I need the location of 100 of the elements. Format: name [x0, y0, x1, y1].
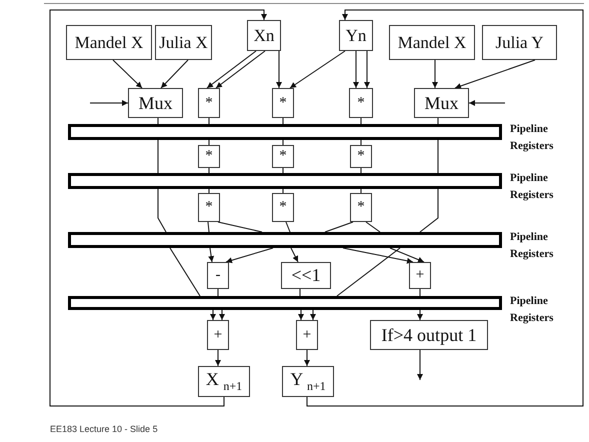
box-label: - — [216, 267, 220, 284]
arrow — [290, 50, 346, 88]
arrow — [112, 60, 142, 88]
arrow — [304, 350, 310, 366]
side-label: Pipeline Registers — [510, 294, 554, 326]
operation-box — [350, 145, 372, 168]
box-label: + — [416, 267, 424, 284]
arrow — [206, 50, 256, 88]
arrow — [90, 100, 128, 106]
arrow — [390, 248, 424, 262]
connector-line — [282, 140, 284, 146]
register-bar — [68, 296, 502, 310]
box-label: * — [279, 148, 287, 165]
box-label: Mandel X — [398, 32, 466, 52]
operation-box — [339, 20, 373, 51]
arrow — [216, 50, 266, 88]
box-label: * — [205, 199, 213, 216]
operation-box — [198, 145, 220, 168]
connector-line — [208, 188, 210, 194]
connector-line — [360, 118, 362, 124]
box-label: Yn — [346, 26, 366, 46]
arrow — [210, 310, 216, 320]
operation-box — [272, 145, 294, 168]
arrow — [342, 248, 414, 264]
box-label: If>4 output 1 — [381, 324, 477, 346]
connector-line — [286, 222, 290, 232]
box-label: * — [205, 148, 213, 165]
operation-box — [207, 320, 229, 350]
register-bar — [68, 173, 502, 189]
box-label: * — [279, 94, 287, 112]
arrow — [468, 100, 506, 106]
arrow — [417, 350, 423, 380]
operation-box — [482, 25, 557, 60]
operation-box — [350, 193, 372, 222]
box-label: Mandel X — [74, 32, 144, 52]
arrow — [353, 50, 359, 88]
connector-line — [218, 222, 262, 232]
arrow — [160, 60, 188, 88]
side-label: Pipeline Registers — [510, 230, 554, 262]
connector-line — [366, 222, 380, 232]
box-label: + — [302, 326, 312, 344]
arrow — [208, 248, 214, 262]
box-label: Julia X — [159, 32, 208, 52]
connector-line — [170, 248, 200, 296]
operation-box — [128, 88, 183, 118]
operation-box — [349, 88, 373, 118]
connector-line — [282, 188, 284, 194]
operation-box — [272, 193, 294, 222]
connector-line — [420, 188, 438, 232]
box-label: Mux — [138, 92, 172, 114]
operation-box — [198, 366, 250, 397]
operation-box — [296, 320, 318, 350]
box-label: * — [357, 199, 365, 216]
box-label: Mux — [424, 92, 458, 114]
arrow — [417, 310, 423, 320]
box-label: <<1 — [291, 265, 321, 286]
connector-line — [282, 118, 284, 124]
connector-line — [360, 188, 362, 194]
arrow — [219, 310, 225, 320]
arrow — [298, 310, 304, 320]
operation-box — [414, 88, 469, 118]
arrow — [432, 60, 438, 88]
box-label: Y $_{n+1}$ — [290, 369, 326, 394]
box-label: * — [205, 94, 213, 112]
operation-box — [66, 25, 152, 60]
box-label: * — [279, 199, 287, 216]
register-bar — [68, 232, 502, 248]
connector-line — [208, 222, 210, 232]
arrow — [454, 60, 536, 89]
connector-line — [360, 140, 362, 146]
operation-box — [282, 366, 334, 397]
operation-box — [272, 88, 294, 118]
operation-box — [370, 320, 488, 350]
operation-box — [198, 193, 220, 222]
box-label: Julia Y — [495, 32, 544, 52]
arrow — [215, 350, 221, 366]
connector-line — [360, 168, 362, 174]
connector-line — [324, 222, 354, 232]
connector-line — [208, 168, 210, 174]
connector-line — [158, 188, 166, 232]
arrow — [226, 248, 274, 264]
operation-box — [409, 262, 431, 289]
arrow — [306, 10, 584, 406]
operation-box — [198, 88, 220, 118]
connector-line — [208, 118, 210, 124]
operation-box — [247, 20, 281, 51]
box-label: + — [214, 326, 222, 344]
box-label: Xn — [254, 26, 274, 46]
side-label: Pipeline Registers — [510, 171, 554, 203]
side-label: Pipeline Registers — [510, 122, 554, 154]
arrow — [310, 310, 316, 320]
connector-line — [282, 168, 284, 174]
box-label: * — [357, 148, 365, 165]
connector-line — [336, 248, 400, 296]
operation-box — [281, 262, 331, 289]
arrow — [50, 10, 267, 406]
arrow — [276, 50, 282, 88]
operation-box — [155, 25, 212, 60]
connector-line — [208, 140, 210, 146]
arrow — [290, 248, 298, 262]
